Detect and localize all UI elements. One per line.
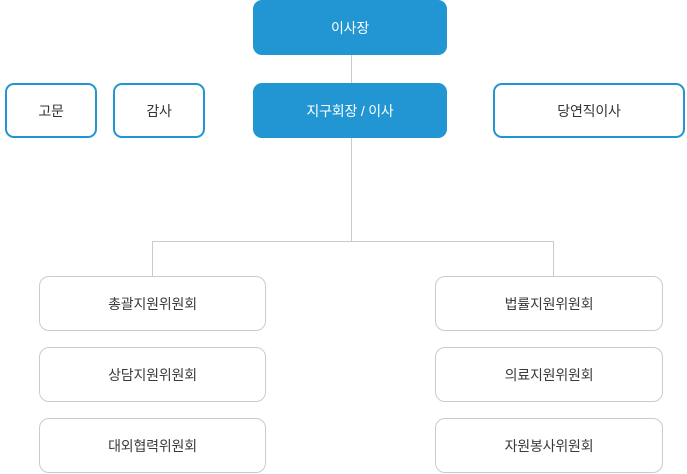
node-committee-medical-support-label: 의료지원위원회 bbox=[504, 366, 594, 383]
node-committee-legal-support-label: 법률지원위원회 bbox=[504, 295, 594, 312]
node-committee-medical-support[interactable]: 의료지원위원회 bbox=[435, 347, 663, 402]
node-committee-counseling-support-label: 상담지원위원회 bbox=[108, 366, 197, 383]
node-committee-general-support-label: 총괄지원위원회 bbox=[108, 295, 197, 312]
node-ex-officio-director-label: 당연직이사 bbox=[557, 102, 621, 119]
node-committee-general-support[interactable]: 총괄지원위원회 bbox=[39, 276, 266, 331]
node-committee-volunteer-service[interactable]: 자원봉사위원회 bbox=[435, 418, 663, 473]
node-chairman-label: 이사장 bbox=[330, 19, 370, 36]
node-chairman[interactable]: 이사장 bbox=[253, 0, 447, 55]
node-auditor[interactable]: 감사 bbox=[113, 83, 205, 138]
node-advisor-label: 고문 bbox=[38, 102, 64, 119]
node-committee-counseling-support[interactable]: 상담지원위원회 bbox=[39, 347, 266, 402]
node-committee-external-cooperation[interactable]: 대외협력위원회 bbox=[39, 418, 266, 473]
node-auditor-label: 감사 bbox=[146, 102, 172, 119]
connector-chairman-to-district bbox=[351, 55, 352, 83]
node-committee-external-cooperation-label: 대외협력위원회 bbox=[108, 437, 197, 454]
node-ex-officio-director[interactable]: 당연직이사 bbox=[493, 83, 685, 138]
connector-district-to-bracket bbox=[351, 138, 352, 242]
connector-bracket-horizontal bbox=[152, 241, 554, 242]
node-district-chair-director-label: 지구회장 / 이사 bbox=[306, 102, 394, 119]
node-advisor[interactable]: 고문 bbox=[5, 83, 97, 138]
node-committee-volunteer-service-label: 자원봉사위원회 bbox=[504, 437, 594, 454]
node-committee-legal-support[interactable]: 법률지원위원회 bbox=[435, 276, 663, 331]
node-district-chair-director[interactable]: 지구회장 / 이사 bbox=[253, 83, 447, 138]
connector-bracket-left-drop bbox=[152, 241, 153, 276]
connector-bracket-right-drop bbox=[553, 241, 554, 276]
